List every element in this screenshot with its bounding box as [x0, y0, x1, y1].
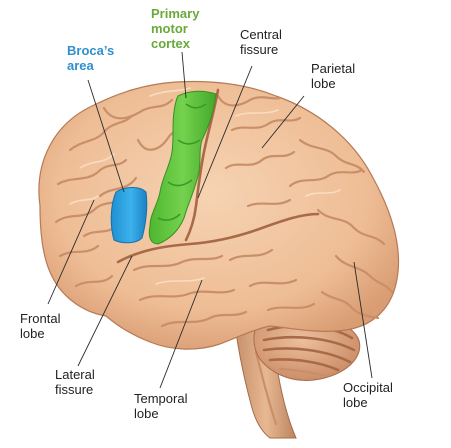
central-fissure-groove [184, 88, 220, 242]
label-line: Central [240, 27, 282, 42]
label-line: Lateral [55, 367, 95, 382]
label-line: Occipital [343, 380, 393, 395]
leader-lines [47, 51, 373, 389]
label-line: Frontal [20, 311, 61, 326]
label-line: fissure [55, 382, 93, 397]
label-line: lobe [134, 406, 159, 421]
label-line: Temporal [134, 391, 188, 406]
lateral-fissure-groove [116, 212, 320, 264]
leader-occipital [353, 261, 373, 379]
leader-temporal [159, 279, 203, 389]
brocas-area-region [110, 187, 148, 244]
label-line: lobe [20, 326, 45, 341]
leader-frontal [47, 199, 95, 305]
label-line: cortex [151, 36, 191, 51]
label-line: fissure [240, 42, 278, 57]
label-line: lobe [311, 76, 336, 91]
leader-motor [181, 51, 187, 99]
leader-lateral [77, 255, 133, 367]
label-line: lobe [343, 395, 368, 410]
label-line: motor [151, 21, 188, 36]
cerebrum [38, 80, 400, 350]
primary-motor-cortex-region [148, 90, 217, 245]
label-line: Broca’s [67, 43, 114, 58]
leader-parietal [261, 95, 305, 149]
label-line: area [67, 58, 95, 73]
leader-central [197, 65, 253, 199]
leader-broca [87, 79, 125, 193]
label-line: Parietal [311, 61, 355, 76]
label-line: Primary [151, 6, 200, 21]
